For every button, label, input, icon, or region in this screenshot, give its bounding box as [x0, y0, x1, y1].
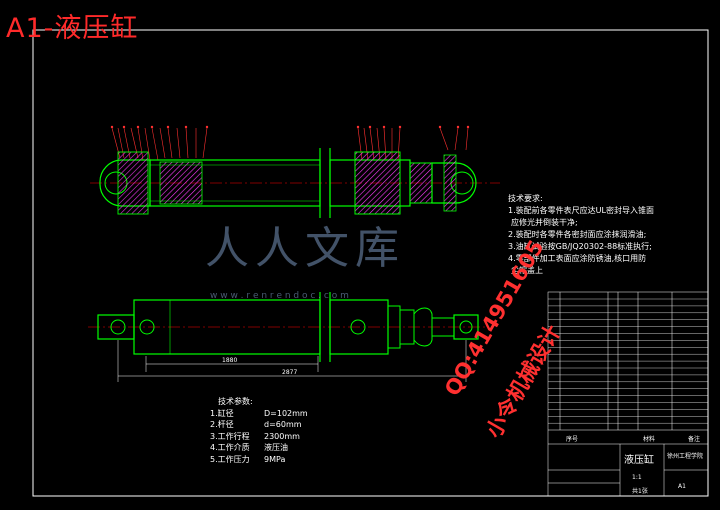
- drawing-border: [32, 29, 709, 497]
- tech-req-line: 3.油缸试验按GB/JQ20302-88标准执行;: [508, 242, 652, 251]
- section-view: [90, 125, 500, 218]
- title-block-count: 共1张: [632, 488, 648, 495]
- title-block-drawing-name: 液压缸: [624, 455, 654, 466]
- watermark-url: w w w . r e n r e n d o c . c o m: [210, 291, 349, 301]
- outside-view: [88, 292, 485, 382]
- tech-param-row: 4.工作介质液压油: [210, 443, 288, 452]
- tech-req-line: 4.零部件加工表面应涂防锈油,核口用防: [508, 254, 647, 263]
- watermark-logo: 人人文库: [205, 223, 405, 274]
- title-block-seq: 序号: [566, 436, 579, 443]
- tech-req-line: 尘帽盖上: [511, 266, 543, 275]
- title-block-note: 备注: [688, 436, 701, 443]
- title-block-scale: 1:1: [632, 474, 642, 481]
- tech-req-line: 应修光并倒装干净;: [511, 218, 578, 227]
- tech-params-heading: 技术参数:: [218, 397, 253, 406]
- tech-req-line: 1.装配前各零件表尺应达UL密封导入锥面: [508, 206, 654, 215]
- dimension-1880: 1880: [222, 357, 238, 364]
- tech-requirements: 技术要求: 1.装配前各零件表尺应达UL密封导入锥面 应修光并倒装干净; 2.装…: [508, 193, 654, 277]
- title-block-sheet: A1: [678, 483, 686, 490]
- tech-req-line: 2.装配时各零件各密封面应涂抹润滑油;: [508, 230, 647, 239]
- title-block-material: 材料: [643, 436, 656, 443]
- tech-requirements-heading: 技术要求:: [508, 194, 543, 203]
- dimension-2877: 2877: [282, 369, 298, 376]
- drawing-title: A1-液压缸: [6, 13, 139, 44]
- title-block-school: 徐州工程学院: [667, 453, 704, 460]
